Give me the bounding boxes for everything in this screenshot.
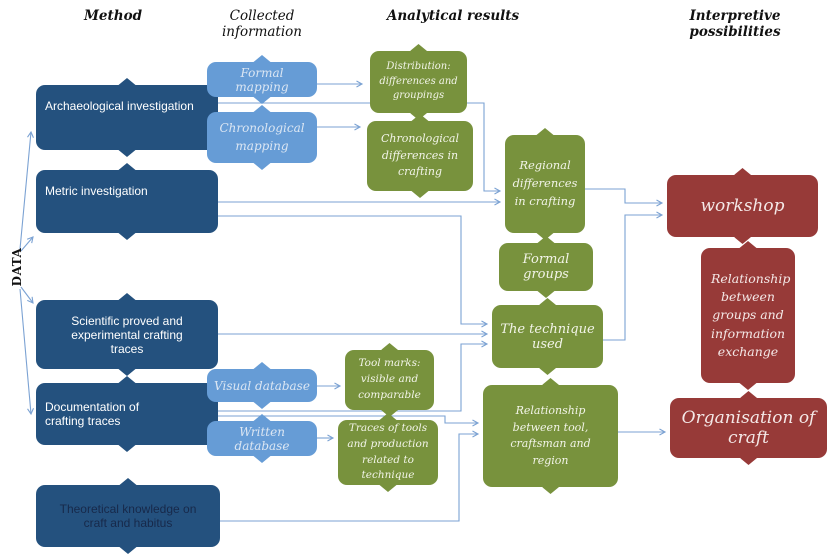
box-label: Organisation of craft (681, 408, 816, 448)
arrow-regional-to-workshop (585, 188, 664, 207)
box-label: Archaeological investigation (45, 99, 194, 113)
box-distribution: Distribution: differences and groupings (370, 51, 467, 113)
arrow-metric-to-technique (218, 215, 489, 328)
box-technique-used: The technique used (492, 305, 603, 368)
box-theoretical-knowledge: Theoretical knowledge on craft and habit… (36, 485, 220, 547)
box-label: Documentation of crafting traces (45, 400, 140, 428)
header-method: Method (83, 8, 143, 24)
arrow-theoretical-to-relationship (218, 430, 480, 522)
arrow-data-short-down (20, 286, 34, 304)
box-label: Regional differences in crafting (512, 158, 578, 208)
box-workshop: workshop (667, 175, 818, 237)
box-formal-groups: Formal groups (499, 243, 593, 291)
box-label: Tool marks: visible and comparable (358, 357, 421, 401)
box-written-database: Written database (207, 421, 317, 456)
box-relationship-groups-information: Relationship between groups and informat… (701, 248, 795, 383)
arrow-data-long-down (19, 288, 35, 416)
box-traces-of-tools: Traces of tools and production related t… (338, 420, 438, 485)
box-chronological-mapping: Chronological mapping (207, 112, 317, 163)
box-archaeological-investigation: Archaeological investigation (36, 85, 218, 150)
arrow-data-long-up (19, 130, 34, 250)
header-interpretive-possibilities: Interpretive possibilities (689, 8, 781, 40)
header-analytical-results: Analytical results (386, 8, 520, 24)
box-tool-marks: Tool marks: visible and comparable (345, 350, 434, 410)
arrow-documentation-to-relationship (218, 415, 480, 427)
box-label: The technique used (500, 321, 595, 352)
box-visual-database: Visual database (207, 369, 317, 402)
box-label: Scientific proved and experimental craft… (71, 313, 183, 356)
box-label: Metric investigation (45, 184, 148, 198)
arrow-archaeo-to-regional (218, 102, 502, 195)
box-label: Relationship between tool, craftsman and… (510, 404, 591, 467)
box-label: Relationship between groups and informat… (711, 271, 791, 359)
box-label: Theoretical knowledge on craft and habit… (59, 502, 197, 530)
box-label: Visual database (214, 378, 310, 393)
header-collected-information: Collected information (221, 8, 302, 40)
box-organisation-of-craft: Organisation of craft (670, 398, 827, 458)
box-metric-investigation: Metric investigation (36, 170, 218, 233)
box-label: Chronological mapping (219, 121, 305, 153)
arrow-documentation-to-technique (218, 340, 489, 412)
box-relationship-tool-craftsman-region: Relationship between tool, craftsman and… (483, 385, 618, 487)
box-label: Formal mapping (235, 65, 289, 94)
box-chronological-differences: Chronological differences in crafting (367, 121, 473, 191)
data-axis-label: DATA (10, 247, 24, 287)
arrow-technique-to-workshop (603, 211, 664, 341)
box-label: Chronological differences in crafting (380, 132, 460, 179)
box-label: Distribution: differences and groupings (379, 61, 458, 102)
box-scientific-traces: Scientific proved and experimental craft… (36, 300, 218, 369)
box-label: Traces of tools and production related t… (347, 422, 429, 482)
box-label: workshop (700, 196, 785, 216)
box-documentation-traces: Documentation of crafting traces (36, 383, 218, 445)
arrow-data-short-up (20, 236, 34, 252)
box-regional-differences: Regional differences in crafting (505, 135, 585, 233)
box-label: Written database (234, 424, 290, 453)
box-formal-mapping: Formal mapping (207, 62, 317, 97)
box-label: Formal groups (522, 252, 570, 282)
